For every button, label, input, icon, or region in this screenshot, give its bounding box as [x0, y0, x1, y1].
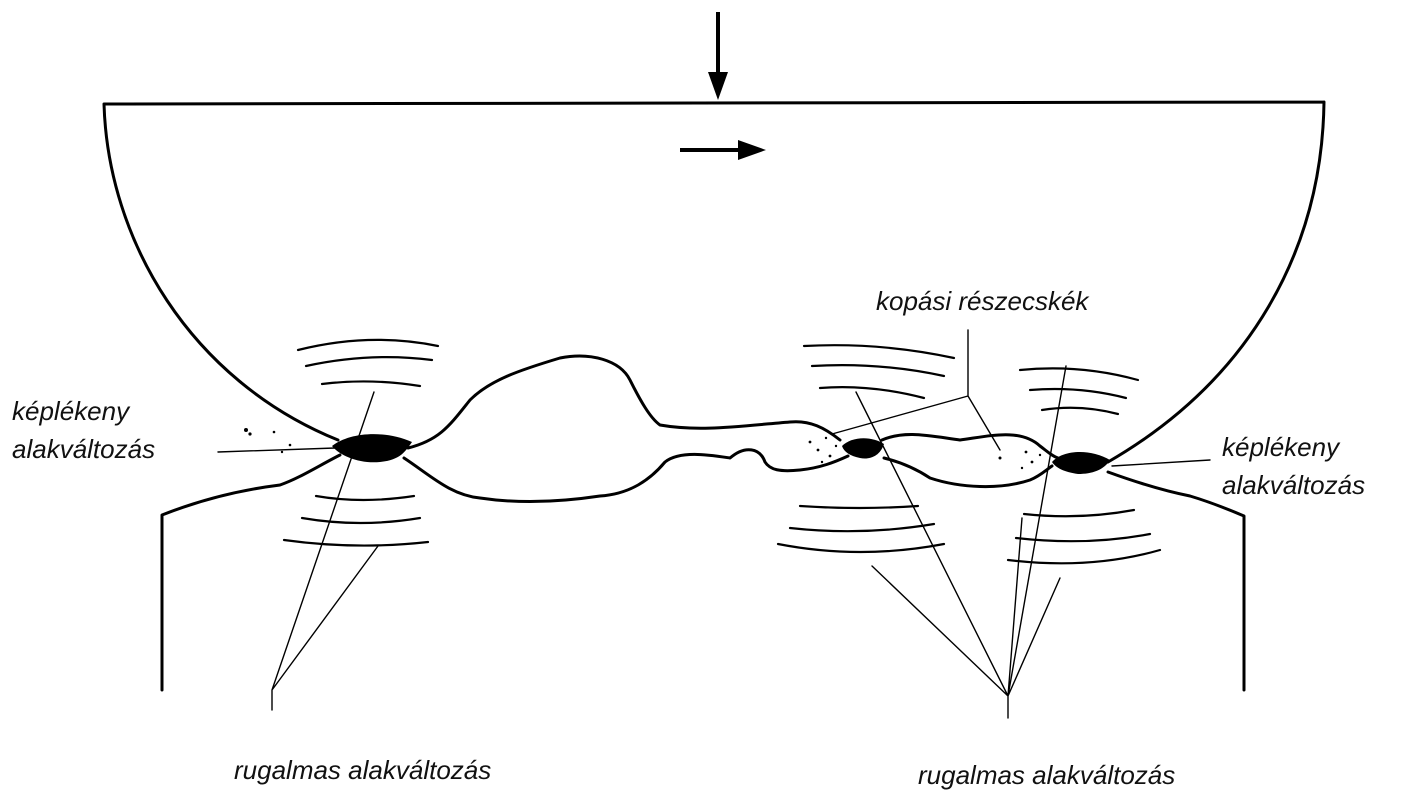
label-wear-particles: kopási részecskék [876, 286, 1090, 316]
label-plastic-left-line2: alakváltozás [12, 434, 155, 464]
label-plastic-left-line1: képlékeny [12, 396, 131, 426]
upper-body-outline [102, 100, 1326, 464]
upper-body-surface [406, 354, 1060, 460]
leader-elastic-right [855, 365, 1067, 719]
normal-load-arrow [708, 12, 728, 100]
elastic-arcs-left [282, 338, 440, 547]
leader-elastic-left [271, 391, 379, 711]
lower-body-outline [160, 448, 1246, 692]
leader-plastic-right [1111, 459, 1211, 467]
plastic-contact-left [332, 434, 412, 463]
label-elastic-left: rugalmas alakváltozás [234, 755, 491, 785]
label-elastic-right: rugalmas alakváltozás [918, 760, 1175, 790]
leader-plastic-left [217, 447, 336, 453]
leader-wear-particles [831, 329, 1001, 451]
plastic-contact-middle [842, 438, 884, 459]
sliding-direction-arrow [680, 140, 766, 160]
label-plastic-right-line2: alakváltozás [1222, 470, 1365, 500]
plastic-contact-right [1052, 451, 1110, 474]
elastic-arcs-middle [776, 344, 956, 554]
label-plastic-right-line1: képlékeny [1222, 432, 1341, 462]
wear-particle-dots [244, 428, 1042, 470]
elastic-arcs-right [1006, 367, 1162, 565]
